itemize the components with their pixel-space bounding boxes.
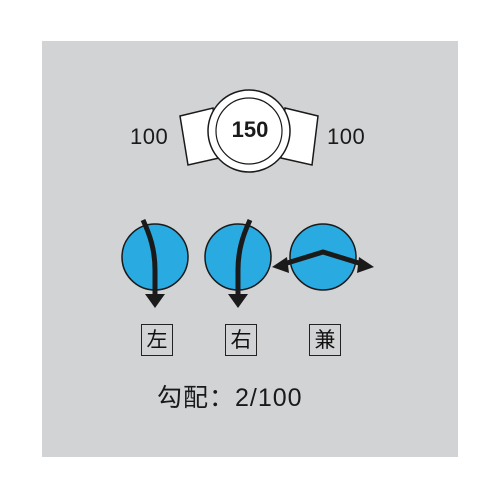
both-direction-label: 兼 <box>309 324 341 356</box>
center-circle <box>207 89 291 173</box>
both-arrow-circle <box>272 223 374 291</box>
left-width-label: 100 <box>130 124 169 149</box>
center-width-label: 150 <box>231 117 269 142</box>
right-direction-label: 右 <box>225 324 257 356</box>
left-direction-label: 左 <box>141 324 173 356</box>
right-width-label: 100 <box>327 124 366 149</box>
slope-label: 勾配：2/100 <box>157 384 303 412</box>
left-arrow-circle <box>121 218 189 308</box>
right-arrow-circle <box>204 218 272 308</box>
